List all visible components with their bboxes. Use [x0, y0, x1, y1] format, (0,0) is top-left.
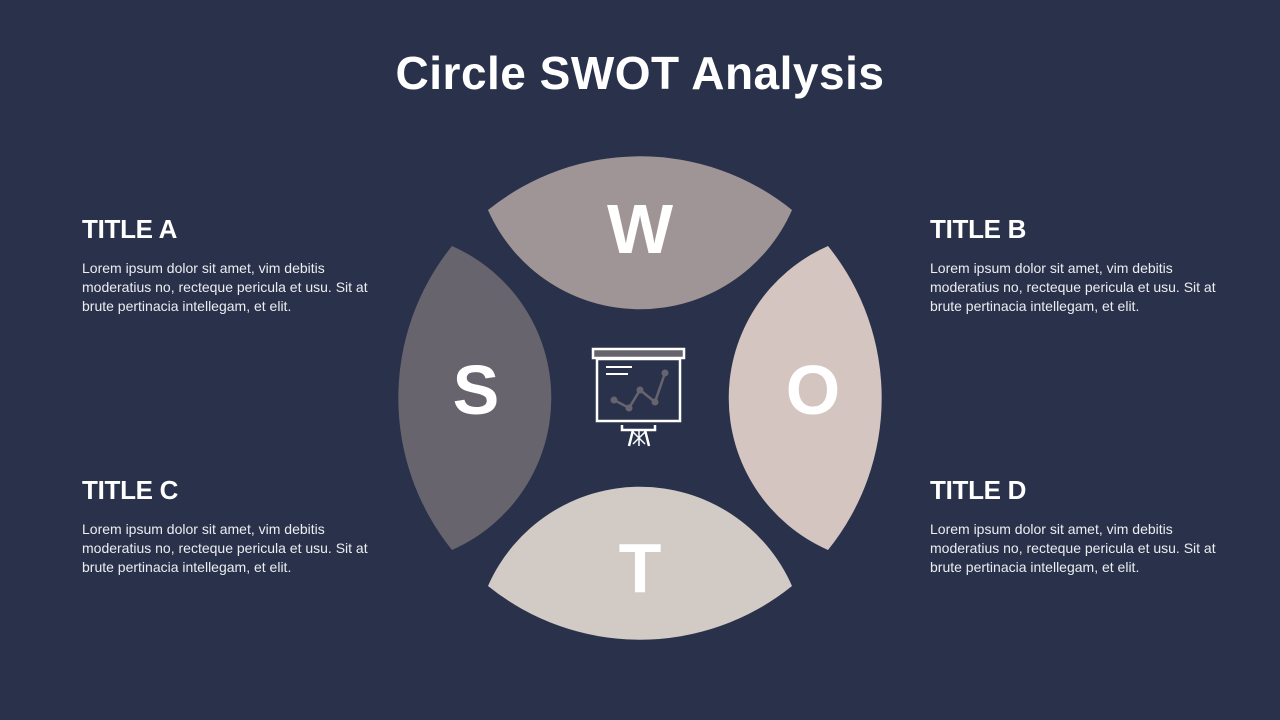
letter-t: T — [619, 529, 662, 607]
block-title: TITLE D — [930, 475, 1027, 505]
petal-w-shape — [488, 156, 792, 310]
block-body: Lorem ipsum dolor sit amet, vim debitis … — [82, 521, 368, 575]
slide-title: Circle SWOT Analysis — [395, 47, 885, 99]
block-title: TITLE C — [82, 475, 179, 505]
text-block-d: TITLE D Lorem ipsum dolor sit amet, vim … — [930, 475, 1230, 577]
text-block-b: TITLE B Lorem ipsum dolor sit amet, vim … — [930, 214, 1230, 316]
text-block-a: TITLE A Lorem ipsum dolor sit amet, vim … — [82, 214, 382, 316]
petal-t-shape — [488, 486, 792, 640]
letter-s: S — [453, 351, 500, 429]
petal-t: T — [488, 486, 792, 640]
letter-w: W — [607, 190, 673, 268]
petal-s-shape — [398, 246, 552, 550]
block-title: TITLE A — [82, 214, 178, 244]
petal-o: O — [728, 246, 882, 550]
petal-w: W — [488, 156, 792, 310]
presentation-board-chart-icon — [591, 347, 686, 447]
block-body: Lorem ipsum dolor sit amet, vim debitis … — [82, 260, 368, 314]
petal-s: S — [398, 246, 552, 550]
block-body: Lorem ipsum dolor sit amet, vim debitis … — [930, 521, 1216, 575]
block-title: TITLE B — [930, 214, 1027, 244]
letter-o: O — [786, 351, 840, 429]
petal-o-shape — [728, 246, 882, 550]
text-block-c: TITLE C Lorem ipsum dolor sit amet, vim … — [82, 475, 382, 577]
block-body: Lorem ipsum dolor sit amet, vim debitis … — [930, 260, 1216, 314]
